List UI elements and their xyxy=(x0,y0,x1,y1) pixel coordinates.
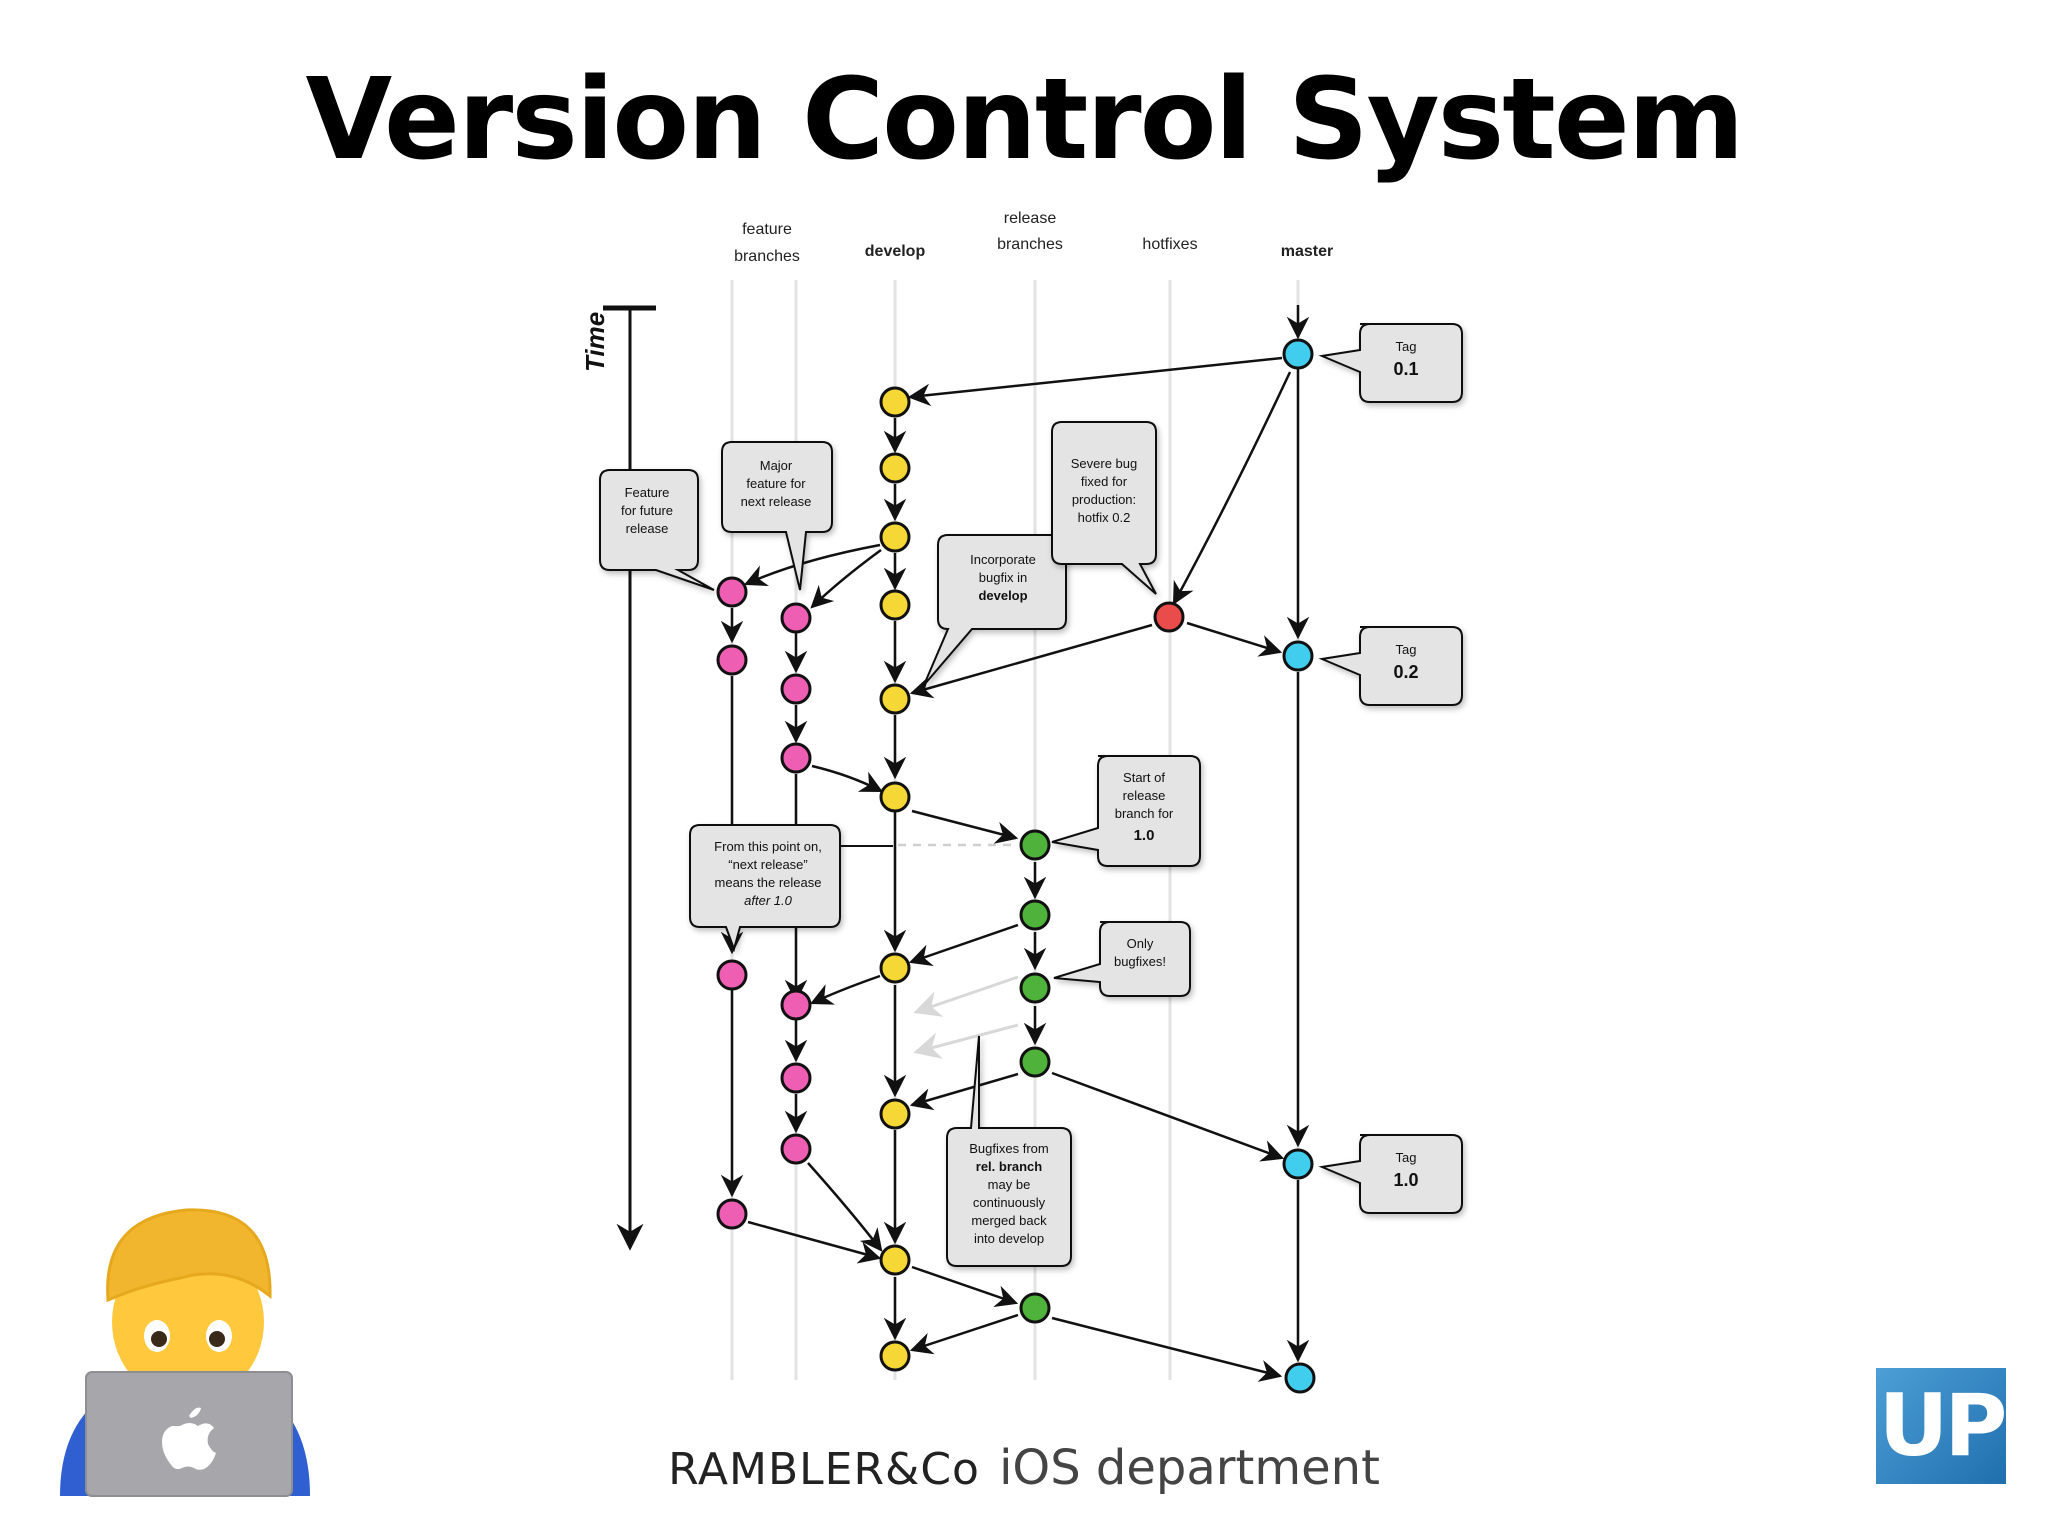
svg-text:Bugfixes from: Bugfixes from xyxy=(969,1141,1048,1156)
master-node-final xyxy=(1284,1362,1316,1394)
svg-text:bugfixes!: bugfixes! xyxy=(1114,954,1166,969)
footer-department: iOS department xyxy=(999,1440,1380,1496)
feature1-node-3 xyxy=(716,959,748,991)
callout-incorporate: Incorporate bugfix in develop xyxy=(923,534,1067,686)
develop-node-7 xyxy=(879,952,911,984)
header-develop: develop xyxy=(865,243,926,260)
svg-text:next release: next release xyxy=(741,494,812,509)
time-label: Time xyxy=(580,312,610,372)
develop-node-10 xyxy=(879,1340,911,1372)
svg-text:production:: production: xyxy=(1072,492,1136,507)
svg-text:develop: develop xyxy=(978,588,1027,603)
tag-callout-10: Tag 1.0 xyxy=(1318,1134,1463,1214)
header-feature-line2: branches xyxy=(734,248,800,265)
callout-next-release: From this point on, “next release” means… xyxy=(689,824,893,953)
develop-node-3 xyxy=(879,521,911,553)
svg-text:for future: for future xyxy=(621,503,673,518)
svg-text:fixed for: fixed for xyxy=(1081,474,1128,489)
slide-title: Version Control System xyxy=(305,55,1745,185)
svg-text:rel. branch: rel. branch xyxy=(976,1159,1043,1174)
release-node-4 xyxy=(1019,1046,1051,1078)
develop-node-5 xyxy=(879,683,911,715)
svg-text:0.2: 0.2 xyxy=(1393,662,1418,682)
callout-only-bugfixes: Only bugfixes! xyxy=(1053,921,1191,997)
svg-text:From this point on,: From this point on, xyxy=(714,839,822,854)
master-node-tag02 xyxy=(1282,640,1314,672)
tag-callout-02: Tag 0.2 xyxy=(1318,626,1463,706)
svg-text:Tag: Tag xyxy=(1396,642,1417,657)
svg-text:release: release xyxy=(626,521,669,536)
svg-text:into develop: into develop xyxy=(974,1231,1044,1246)
svg-text:may be: may be xyxy=(988,1177,1031,1192)
callout-start-release: Start of release branch for 1.0 xyxy=(1051,755,1201,867)
footer: RAMBLER&Co iOS department xyxy=(0,1440,2048,1496)
feature2-node-3 xyxy=(780,742,812,774)
svg-text:bugfix in: bugfix in xyxy=(979,570,1027,585)
feature2-node-2 xyxy=(780,673,812,705)
develop-node-4 xyxy=(879,589,911,621)
header-hotfixes: hotfixes xyxy=(1142,236,1197,253)
release2-node xyxy=(1019,1292,1051,1324)
svg-text:Only: Only xyxy=(1127,936,1154,951)
master-node-tag01 xyxy=(1282,338,1314,370)
svg-text:“next release”: “next release” xyxy=(728,857,807,872)
svg-text:after 1.0: after 1.0 xyxy=(744,893,792,908)
feature2-node-5 xyxy=(780,1062,812,1094)
svg-text:Incorporate: Incorporate xyxy=(970,552,1036,567)
develop-node-2 xyxy=(879,452,911,484)
svg-text:hotfix 0.2: hotfix 0.2 xyxy=(1078,510,1131,525)
callout-severe-bug: Severe bug fixed for production: hotfix … xyxy=(1051,421,1157,595)
header-master: master xyxy=(1281,243,1333,260)
svg-text:Start of: Start of xyxy=(1123,770,1165,785)
tag-callouts: Tag 0.1 Tag 0.2 Tag 1.0 xyxy=(1318,323,1463,1214)
develop-node-9 xyxy=(879,1244,911,1276)
develop-node-1 xyxy=(879,386,911,418)
release-node-1 xyxy=(1019,829,1051,861)
svg-text:branch for: branch for xyxy=(1115,806,1174,821)
svg-text:1.0: 1.0 xyxy=(1393,1170,1418,1190)
svg-text:feature for: feature for xyxy=(746,476,806,491)
header-release-line1: release xyxy=(1004,210,1057,227)
feature1-node-2 xyxy=(716,644,748,676)
svg-text:Severe bug: Severe bug xyxy=(1071,456,1138,471)
callout-feature-future: Feature for future release xyxy=(599,469,715,591)
svg-text:Tag: Tag xyxy=(1396,339,1417,354)
svg-text:Major: Major xyxy=(760,458,793,473)
master-node-tag10 xyxy=(1282,1148,1314,1180)
developer-emoji-icon xyxy=(60,1208,310,1497)
time-axis: Time xyxy=(580,305,656,1251)
callout-major-feature: Major feature for next release xyxy=(721,441,833,591)
svg-text:0.1: 0.1 xyxy=(1393,359,1418,379)
release-node-3 xyxy=(1019,972,1051,1004)
hotfix-node xyxy=(1153,601,1185,633)
svg-text:Feature: Feature xyxy=(625,485,670,500)
svg-text:merged back: merged back xyxy=(971,1213,1047,1228)
feature1-node-4 xyxy=(716,1198,748,1230)
svg-text:1.0: 1.0 xyxy=(1134,827,1155,844)
release-node-2 xyxy=(1019,899,1051,931)
header-release-line2: branches xyxy=(997,236,1063,253)
feature2-node-1 xyxy=(780,602,812,634)
callout-bugfixes-rel: Bugfixes from rel. branch may be continu… xyxy=(946,1035,1072,1267)
svg-text:means the release: means the release xyxy=(715,875,822,890)
callouts: Feature for future release Major feature… xyxy=(599,421,1201,1267)
header-feature-line1: feature xyxy=(742,221,792,238)
feature1-node-1 xyxy=(716,576,748,608)
feature2-node-6 xyxy=(780,1133,812,1165)
develop-node-8 xyxy=(879,1098,911,1130)
footer-brand: RAMBLER&Co xyxy=(668,1444,980,1495)
commit-nodes xyxy=(716,338,1316,1394)
feature2-node-4 xyxy=(780,989,812,1021)
develop-node-6 xyxy=(879,781,911,813)
svg-text:Tag: Tag xyxy=(1396,1150,1417,1165)
tag-callout-01: Tag 0.1 xyxy=(1318,323,1463,403)
up-logo: UP xyxy=(1876,1368,2007,1484)
column-headers: feature branches develop release branche… xyxy=(734,210,1333,265)
svg-text:continuously: continuously xyxy=(973,1195,1046,1210)
svg-text:release: release xyxy=(1123,788,1166,803)
